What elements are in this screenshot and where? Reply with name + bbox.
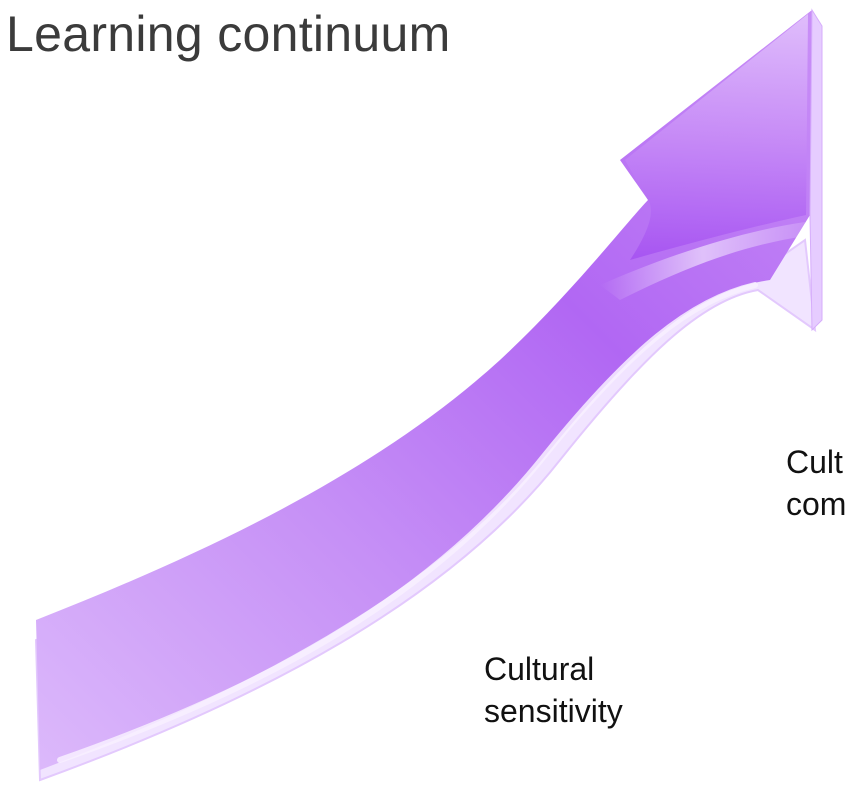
- arrow-head-rim: [809, 8, 823, 332]
- arrow-inner-edge: [57, 282, 758, 763]
- label-cultural-competence: Cult com: [786, 441, 846, 525]
- label-line: sensitivity: [484, 693, 623, 729]
- arrow-shine: [600, 222, 806, 300]
- label-cultural-sensitivity: Cultural sensitivity: [484, 648, 623, 732]
- arrow-body: [36, 10, 812, 770]
- arrow-head-shine: [625, 14, 808, 260]
- page-title: Learning continuum: [6, 6, 451, 62]
- label-line: Cultural: [484, 651, 595, 687]
- label-line: com: [786, 486, 847, 522]
- label-line: Cult: [786, 444, 843, 480]
